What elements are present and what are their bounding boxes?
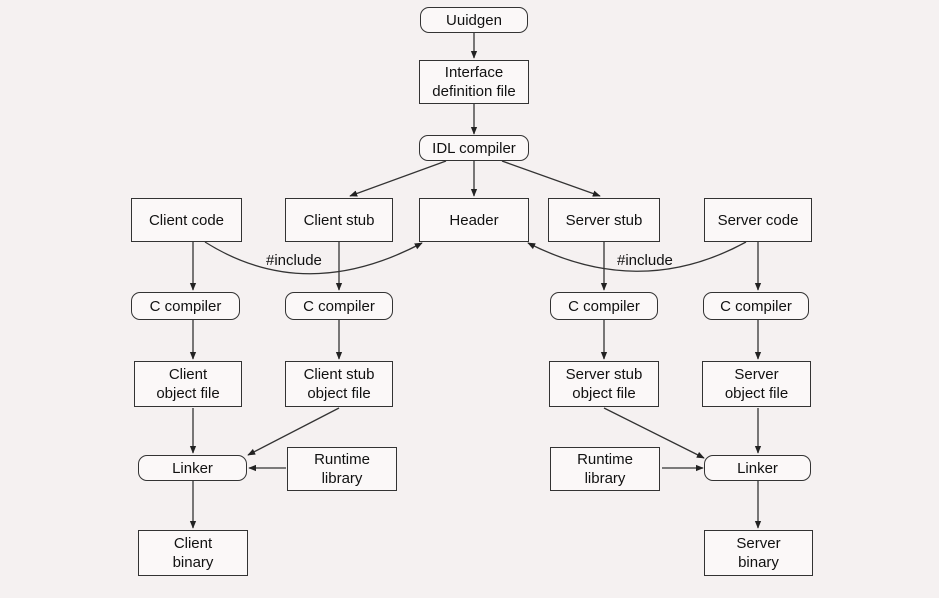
edge-client-code-include-header [204,241,423,275]
client-stub-c-compiler-node: C compiler [285,292,393,320]
server-runtime-library-node: Runtime library [550,447,660,491]
edge-server-code-include-header [527,241,747,272]
client-runtime-library-node: Runtime library [287,447,397,491]
idl-compiler-node: IDL compiler [419,135,529,161]
server-object-file-node: Server object file [702,361,811,407]
server-stub-object-file-node: Server stub object file [549,361,659,407]
include-label-left: #include [266,252,322,269]
server-binary-node: Server binary [704,530,813,576]
server-linker-node: Linker [704,455,811,481]
server-code-node: Server code [704,198,812,242]
edge-server-stub-object-to-linker [603,407,705,459]
edge-client-stub-object-to-linker [247,407,340,456]
client-object-file-node: Client object file [134,361,242,407]
header-node: Header [419,198,529,242]
client-binary-node: Client binary [138,530,248,576]
edge-idl-compiler-to-client-stub [349,160,447,197]
client-stub-object-file-node: Client stub object file [285,361,393,407]
include-label-right: #include [617,252,673,269]
client-code-node: Client code [131,198,242,242]
uuidgen-node: Uuidgen [420,7,528,33]
server-stub-c-compiler-node: C compiler [550,292,658,320]
server-stub-node: Server stub [548,198,660,242]
client-stub-node: Client stub [285,198,393,242]
client-linker-node: Linker [138,455,247,481]
server-c-compiler-node: C compiler [703,292,809,320]
edge-idl-compiler-to-server-stub [501,160,601,197]
interface-definition-file-node: Interface definition file [419,60,529,104]
client-c-compiler-node: C compiler [131,292,240,320]
